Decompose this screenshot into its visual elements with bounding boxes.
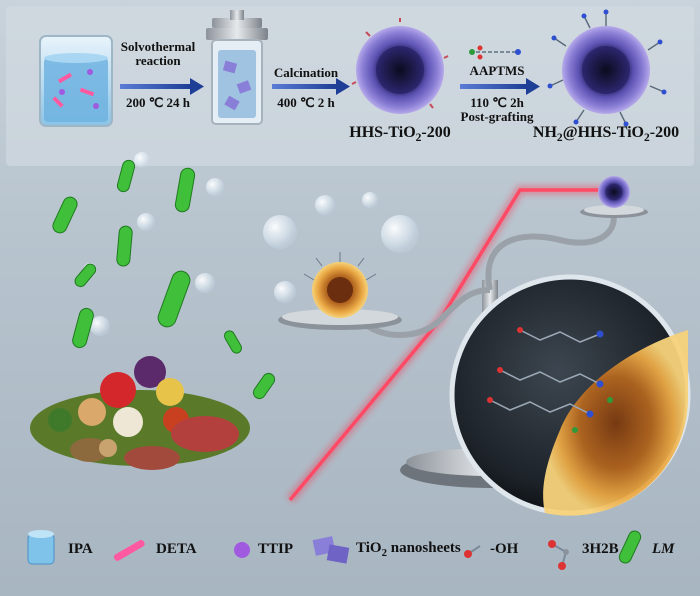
hhs-tio2-sphere: [351, 18, 449, 114]
laser-beam: [286, 185, 604, 504]
autoclave: [206, 10, 268, 125]
step3-conditions: 110 ℃ 2h Post-grafting: [460, 95, 534, 125]
legend-item-deta: DETA: [156, 540, 197, 557]
step1-conditions: 200 ℃ 24 h: [125, 95, 191, 110]
step1-label: Solvothermal reaction: [120, 39, 196, 69]
step2-conditions: 400 ℃ 2 h: [277, 95, 335, 110]
legend-item-lm: LM: [652, 540, 675, 557]
beaker: [39, 35, 113, 127]
orange-sphere-on-plate: [303, 252, 377, 318]
step2-label: Calcination: [273, 65, 339, 80]
legend: IPA DETA TTIP TiO2 nanosheets -OH 3H2B L…: [0, 524, 700, 574]
product2-label: NH2@HHS-TiO2-200: [532, 124, 680, 145]
listeria-bacteria: [52, 159, 276, 400]
legend-item-ipa: IPA: [68, 540, 93, 557]
legend-icons: [27, 530, 642, 570]
magnified-view: [449, 274, 691, 516]
legend-item-ttip: TTIP: [258, 540, 294, 557]
arrow-solvothermal: [120, 78, 204, 95]
legend-item-tio2-nanosheets: TiO2 nanosheets: [356, 539, 461, 559]
vapor-bubbles: [83, 152, 419, 336]
food-pile: [30, 356, 250, 470]
legend-item-oh: -OH: [490, 540, 519, 557]
step3-label: AAPTMS: [469, 63, 525, 78]
legend-item-3h2b: 3H2B: [582, 540, 619, 557]
arrow-post-grafting: [460, 45, 540, 95]
process-banner: [6, 6, 694, 166]
nh2-hhs-tio2-sphere: [547, 9, 667, 127]
arrow-calcination: [272, 78, 350, 95]
product1-label: HHS-TiO2-200: [349, 124, 451, 145]
purple-sphere-on-plate: [598, 176, 630, 208]
